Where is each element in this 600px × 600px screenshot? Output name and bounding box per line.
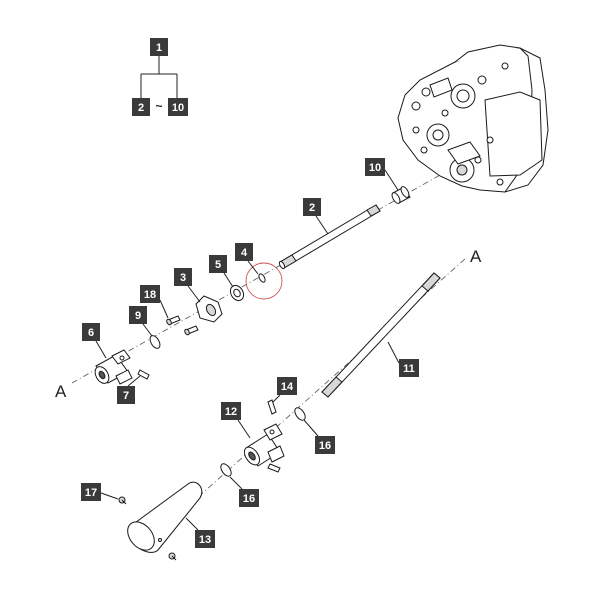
callout-4[interactable]: 4 (235, 243, 259, 275)
callout-6[interactable]: 6 (82, 323, 107, 359)
legend-parent-label: 1 (156, 42, 162, 54)
svg-text:3: 3 (180, 272, 186, 284)
legend-range-start: 2 (138, 102, 144, 114)
upper-shaft-axis (71, 174, 441, 384)
callout-12[interactable]: 12 (221, 402, 251, 439)
svg-text:11: 11 (403, 363, 415, 375)
svg-text:16: 16 (243, 493, 255, 505)
svg-text:17: 17 (85, 487, 97, 499)
callout-7[interactable]: 7 (117, 375, 141, 404)
svg-text:16: 16 (319, 440, 331, 452)
callout-3[interactable]: 3 (174, 268, 201, 303)
shaft-part-11 (321, 272, 441, 398)
cover-part-13 (127, 481, 203, 553)
callout-2[interactable]: 2 (303, 198, 329, 235)
callout-18[interactable]: 18 (140, 285, 169, 319)
svg-text:6: 6 (88, 327, 94, 339)
svg-text:14: 14 (281, 381, 294, 393)
axis-label-a-right: A (470, 247, 482, 266)
callout-17[interactable]: 17 (81, 483, 119, 501)
callout-16-lower[interactable]: 16 (229, 476, 259, 507)
o-ring-part-16-upper (294, 407, 306, 421)
yoke-part-6 (94, 349, 133, 385)
bolt-part-18 (166, 315, 199, 336)
svg-text:7: 7 (123, 390, 129, 402)
legend-tree: 1 2 ~ 10 (132, 38, 188, 116)
svg-text:2: 2 (309, 202, 315, 214)
washer-part-5 (229, 284, 245, 302)
screw-part-17-upper (118, 496, 127, 505)
callout-9[interactable]: 9 (129, 306, 153, 337)
screw-part-17-lower (168, 552, 177, 561)
svg-text:5: 5 (215, 259, 221, 271)
svg-text:4: 4 (241, 247, 248, 259)
svg-text:12: 12 (225, 406, 237, 418)
axis-label-a-left: A (55, 382, 67, 401)
callout-5[interactable]: 5 (209, 255, 234, 288)
shaft-part-2 (278, 204, 381, 270)
transmission-housing (397, 44, 549, 193)
legend-range-end: 10 (172, 102, 184, 114)
svg-text:13: 13 (199, 534, 211, 546)
callout-14[interactable]: 14 (272, 377, 297, 403)
svg-text:10: 10 (369, 162, 381, 174)
pin-part-7 (137, 369, 150, 380)
bushing-part-10 (391, 186, 411, 204)
o-ring-part-16-lower (220, 463, 232, 477)
legend-range-sep: ~ (155, 99, 162, 113)
callout-10[interactable]: 10 (365, 158, 399, 191)
pin-part-14 (267, 399, 277, 415)
o-ring-part-9 (149, 335, 161, 349)
svg-text:18: 18 (144, 289, 156, 301)
snap-ring-part-4 (245, 262, 283, 300)
svg-text:9: 9 (135, 310, 141, 322)
callout-16-upper[interactable]: 16 (303, 419, 335, 454)
pin-part-lower (267, 463, 281, 473)
bracket-part-3 (195, 295, 223, 323)
yoke-part-12 (243, 423, 285, 467)
callout-11[interactable]: 11 (387, 341, 419, 377)
callout-13[interactable]: 13 (185, 517, 215, 548)
